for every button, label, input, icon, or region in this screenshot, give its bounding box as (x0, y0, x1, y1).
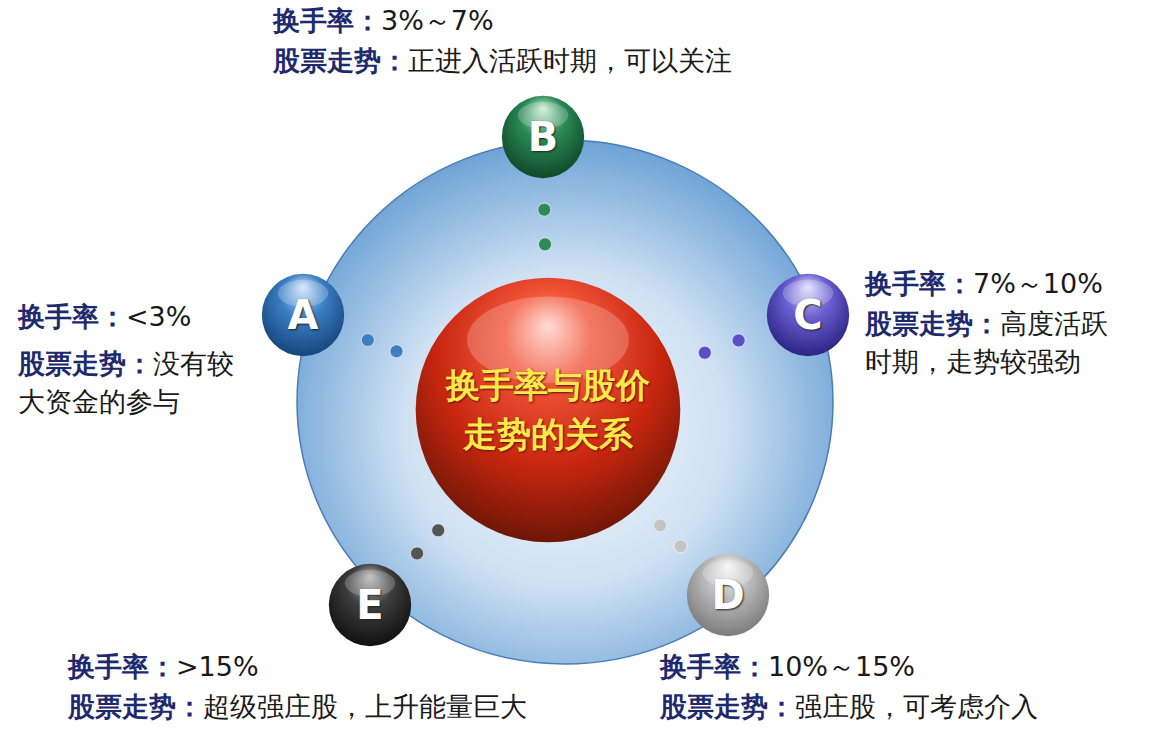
letter-circle: D (686, 553, 770, 637)
letter-label: A (288, 295, 319, 335)
letter-circle: C (766, 273, 850, 357)
letter-circle: A (261, 273, 345, 357)
letter-label: C (793, 295, 822, 335)
connector-dot (411, 547, 424, 560)
connector-dot (432, 524, 445, 537)
connector-dot (654, 519, 667, 532)
trend-line: 股票走势：高度活跃时期，走势较强劲 (865, 305, 1120, 381)
title-sphere: 换手率与股价 走势的关系 (413, 275, 683, 545)
field-name: 换手率： (68, 651, 176, 682)
rate-line: 换手率：<3% (18, 298, 191, 336)
sphere-fill (329, 564, 411, 646)
sphere-fill (416, 278, 681, 543)
letter-label: E (356, 585, 383, 625)
field-name: 股票走势： (273, 45, 408, 76)
rate-line: 换手率：3%～7% (273, 2, 494, 40)
field-value: 超级强庄股，上升能量巨大 (203, 691, 527, 722)
field-value: 7%～10% (973, 268, 1103, 299)
rate-line: 换手率：10%～15% (660, 648, 915, 686)
trend-line: 股票走势：强庄股，可考虑介入 (660, 688, 1160, 726)
field-value: 强庄股，可考虑介入 (795, 691, 1038, 722)
dot-connector (538, 203, 552, 251)
background-disc (297, 140, 833, 664)
dot-connector (361, 334, 403, 358)
field-value: >15% (176, 651, 259, 682)
connector-dot (698, 346, 711, 359)
dot-connector (411, 524, 445, 560)
connector-dot (390, 345, 403, 358)
connector-dot (538, 203, 551, 216)
sphere-fill (262, 274, 344, 356)
field-name: 换手率： (273, 5, 381, 36)
connector-dot (361, 334, 374, 347)
field-name: 股票走势： (68, 691, 203, 722)
trend-line: 股票走势：正进入活跃时期，可以关注 (273, 42, 833, 80)
connector-dot (539, 238, 552, 251)
connector-dot (732, 334, 745, 347)
text-holder: D (711, 575, 744, 615)
field-name: 换手率： (865, 268, 973, 299)
letter-label: B (528, 117, 559, 157)
letter-label: D (711, 575, 744, 615)
connector-dot (674, 540, 687, 553)
dot-connector (698, 334, 745, 359)
field-value: 3%～7% (381, 5, 494, 36)
field-value: <3% (126, 301, 191, 332)
text-holder: A (288, 295, 319, 335)
field-value: 正进入活跃时期，可以关注 (408, 45, 732, 76)
dot-connector (654, 519, 687, 553)
sphere-fill (767, 274, 849, 356)
text-holder: B (528, 117, 559, 157)
letter-circle: B (501, 95, 585, 179)
field-name: 股票走势： (865, 308, 1000, 339)
sphere-fill (502, 96, 584, 178)
rate-line: 换手率：7%～10% (865, 265, 1103, 303)
sphere-shape (413, 275, 683, 545)
letter-circle: E (328, 563, 412, 647)
field-value: 10%～15% (768, 651, 915, 682)
rate-line: 换手率：>15% (68, 648, 259, 686)
field-name: 换手率： (18, 301, 126, 332)
field-name: 股票走势： (18, 348, 153, 379)
text-holder: 换手率与股价 走势的关系 (441, 361, 656, 460)
field-name: 换手率： (660, 651, 768, 682)
trend-line: 股票走势：没有较大资金的参与 (18, 345, 243, 421)
text-holder: C (793, 295, 822, 335)
diagram-title: 换手率与股价 走势的关系 (441, 361, 656, 460)
field-name: 股票走势： (660, 691, 795, 722)
sphere-fill (687, 554, 769, 636)
trend-line: 股票走势：超级强庄股，上升能量巨大 (68, 688, 628, 726)
text-holder: E (356, 585, 383, 625)
